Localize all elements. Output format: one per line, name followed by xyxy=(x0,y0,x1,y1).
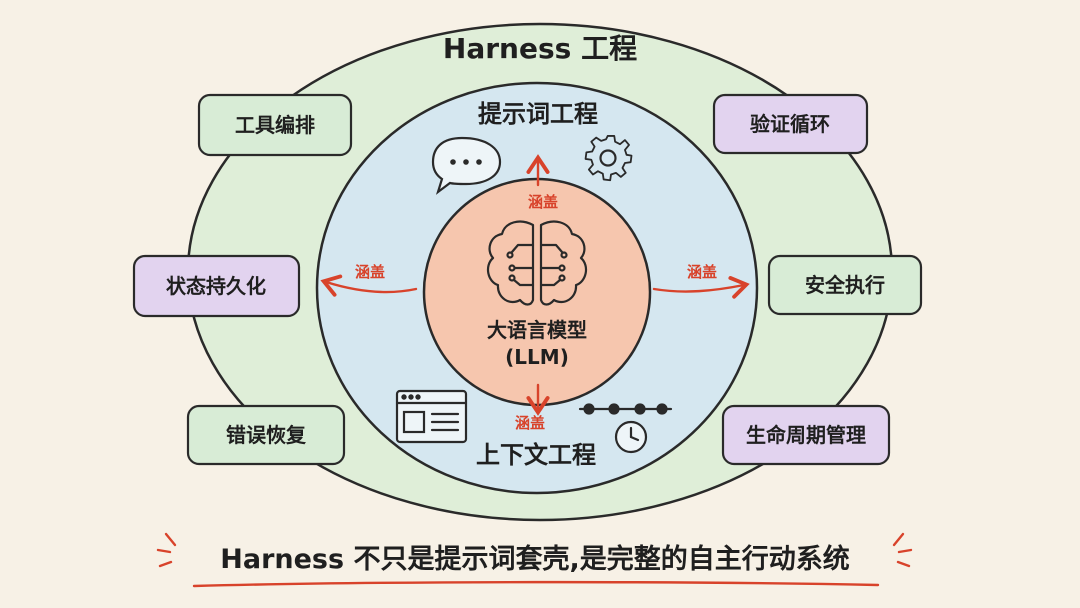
llm-core xyxy=(422,177,652,407)
svg-text:安全执行: 安全执行 xyxy=(805,273,885,297)
brain-icon xyxy=(486,220,588,306)
svg-text:状态持久化: 状态持久化 xyxy=(166,274,266,298)
svg-text:验证循环: 验证循环 xyxy=(750,112,830,136)
cover-label-left: 涵盖 xyxy=(355,263,385,281)
right-box-safe-execution: 安全执行 xyxy=(767,254,923,316)
prompt-engineering-label: 提示词工程 xyxy=(478,100,598,128)
bottom-caption: Harness 不只是提示词套壳,是完整的自主行动系统 xyxy=(220,543,849,575)
arrow-right xyxy=(652,276,750,299)
context-engineering-label: 上下文工程 xyxy=(476,441,596,469)
cover-label-down: 涵盖 xyxy=(515,414,545,432)
llm-label: 大语言模型 xyxy=(487,318,587,342)
timeline-icon xyxy=(578,403,673,415)
svg-text:生命周期管理: 生命周期管理 xyxy=(746,423,866,447)
cover-label-right: 涵盖 xyxy=(687,263,717,281)
caption-underline xyxy=(192,580,880,588)
llm-abbr: (LLM) xyxy=(505,345,569,369)
right-box-verification-loop: 验证循环 xyxy=(712,93,869,155)
arrow-left xyxy=(320,274,418,297)
clock-icon xyxy=(614,420,648,454)
right-box-lifecycle-management: 生命周期管理 xyxy=(721,404,891,466)
svg-text:错误恢复: 错误恢复 xyxy=(226,423,307,447)
left-box-tool-orchestration: 工具编排 xyxy=(197,93,353,157)
left-box-state-persistence: 状态持久化 xyxy=(132,254,301,318)
browser-window-icon xyxy=(395,389,468,444)
gear-icon xyxy=(584,135,633,182)
caption-accent-marks xyxy=(156,532,913,568)
svg-text:工具编排: 工具编排 xyxy=(235,113,315,137)
chat-bubble-icon xyxy=(431,136,502,195)
outer-ring-title: Harness 工程 xyxy=(443,32,637,65)
cover-label-up: 涵盖 xyxy=(528,193,558,211)
left-box-error-recovery: 错误恢复 xyxy=(186,404,346,466)
